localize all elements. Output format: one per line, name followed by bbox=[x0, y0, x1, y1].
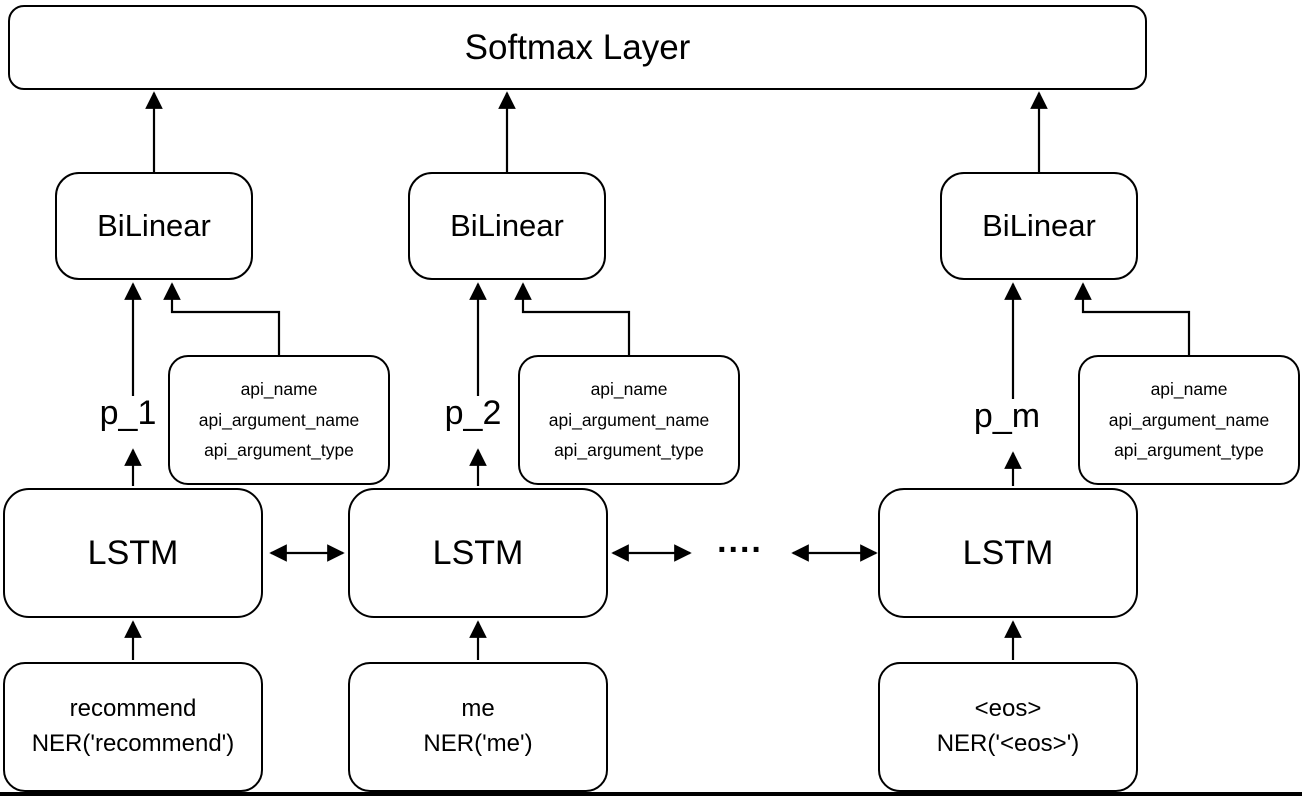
api-name-line: api_name bbox=[590, 379, 668, 400]
input-token-1: recommend bbox=[69, 695, 197, 723]
bilinear-box-1: BiLinear bbox=[55, 172, 253, 280]
input-token-2: me bbox=[461, 695, 495, 723]
input-box-eos: <eos> NER('<eos>') bbox=[878, 662, 1138, 792]
input-ner-2: NER('me') bbox=[423, 730, 533, 757]
api-argument-type-line: api_argument_type bbox=[1114, 440, 1264, 461]
ellipsis-dots: .... bbox=[717, 522, 763, 560]
input-ner-1: NER('recommend') bbox=[31, 730, 235, 757]
api-name-line: api_name bbox=[1150, 379, 1228, 400]
bottom-rule bbox=[0, 792, 1302, 796]
api-argument-name-line: api_argument_name bbox=[1108, 409, 1270, 430]
api-name-line: api_name bbox=[240, 379, 318, 400]
softmax-layer-label: Softmax Layer bbox=[464, 27, 691, 67]
arrow-api2-to-bilinear2 bbox=[514, 282, 631, 356]
bilinear-box-3: BiLinear bbox=[940, 172, 1138, 280]
api-argument-name-line: api_argument_name bbox=[548, 409, 710, 430]
api-features-box-3: api_name api_argument_name api_argument_… bbox=[1078, 355, 1300, 485]
lstm-label-1: LSTM bbox=[87, 533, 179, 572]
input-ner-3: NER('<eos>') bbox=[936, 730, 1080, 757]
api-argument-type-line: api_argument_type bbox=[204, 440, 354, 461]
input-token-3: <eos> bbox=[974, 695, 1042, 723]
pm-label: p_m bbox=[973, 397, 1041, 435]
input-box-me: me NER('me') bbox=[348, 662, 608, 792]
api-features-box-2: api_name api_argument_name api_argument_… bbox=[518, 355, 740, 485]
api-argument-name-line: api_argument_name bbox=[198, 409, 360, 430]
lstm-box-1: LSTM bbox=[3, 488, 263, 618]
p1-label: p_1 bbox=[99, 394, 157, 432]
lstm-box-3: LSTM bbox=[878, 488, 1138, 618]
p2-label: p_2 bbox=[444, 394, 502, 432]
bilinear-label-2: BiLinear bbox=[450, 208, 564, 243]
lstm-label-2: LSTM bbox=[432, 533, 524, 572]
bilinear-label-1: BiLinear bbox=[97, 208, 211, 243]
softmax-layer-box: Softmax Layer bbox=[8, 5, 1147, 90]
lstm-label-3: LSTM bbox=[962, 533, 1054, 572]
bilinear-box-2: BiLinear bbox=[408, 172, 606, 280]
arrow-api3-to-bilinear3 bbox=[1074, 282, 1191, 356]
lstm-box-2: LSTM bbox=[348, 488, 608, 618]
api-argument-type-line: api_argument_type bbox=[554, 440, 704, 461]
input-box-recommend: recommend NER('recommend') bbox=[3, 662, 263, 792]
arrow-api1-to-bilinear1 bbox=[163, 282, 281, 356]
api-features-box-1: api_name api_argument_name api_argument_… bbox=[168, 355, 390, 485]
bilinear-label-3: BiLinear bbox=[982, 208, 1096, 243]
